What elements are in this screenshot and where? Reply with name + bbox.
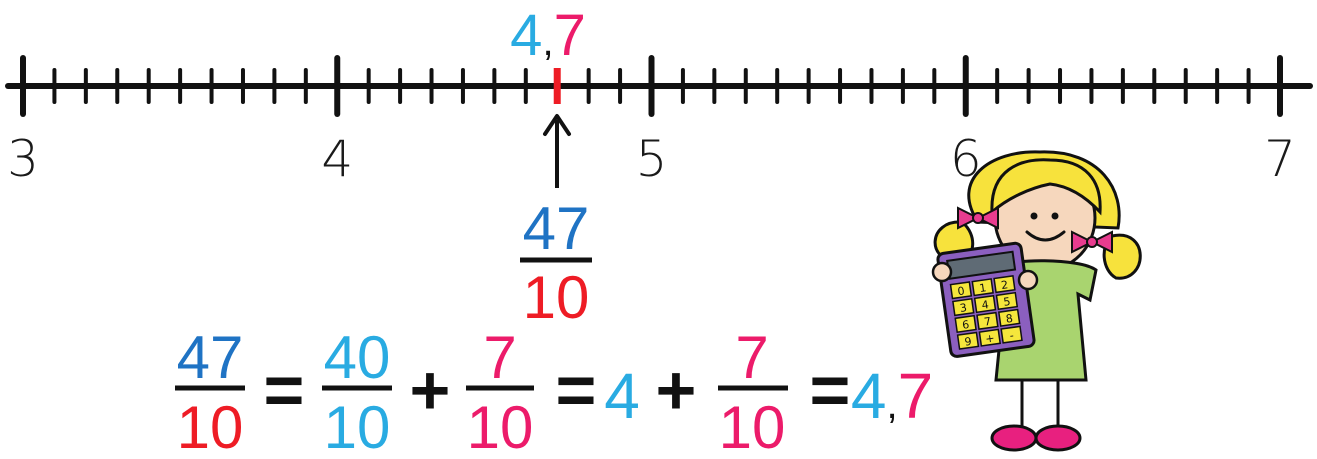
eq-result-tenths: 7: [898, 360, 934, 432]
eq-term4: 7 10: [718, 324, 788, 459]
calculator-key-label: 8: [1005, 312, 1014, 326]
calculator-key-label: 0: [957, 284, 966, 298]
equation: 47 10 = 40 10 + 7 10 = 4 + 7 10 = 4,7: [175, 324, 933, 459]
number-line-label-5: 5: [636, 130, 668, 188]
bow-icon: [957, 206, 999, 230]
calculator-key: [954, 314, 977, 334]
eq-whole: 4: [604, 360, 640, 432]
calculator-key: [952, 297, 975, 317]
calculator-key: [973, 294, 997, 314]
bow-icon: [1071, 230, 1113, 254]
arrow-fraction-numerator: 47: [523, 195, 590, 262]
eq-result-whole: 4: [851, 360, 887, 432]
marked-decimal-tenths: 7: [554, 3, 586, 68]
calculator-key-label: 3: [959, 301, 968, 315]
calculator-key: [971, 278, 994, 297]
calculator-key: [956, 331, 980, 350]
arrow-fraction: 47 10: [520, 195, 592, 331]
eq-term1: 47 10: [175, 324, 245, 459]
calculator-key-label: 7: [983, 315, 992, 329]
calculator-key-label: 4: [981, 298, 990, 312]
calculator-key-label: 9: [964, 335, 973, 349]
eq-term3: 7 10: [466, 324, 534, 459]
eq-term1-numerator: 47: [177, 324, 244, 391]
eq-term4-numerator: 7: [735, 324, 768, 391]
plus-sign-2: +: [656, 351, 697, 429]
equals-sign-2: =: [556, 351, 597, 429]
eq-term3-numerator: 7: [483, 324, 516, 391]
eq-term2: 40 10: [322, 324, 392, 459]
calculator-key-label: 2: [1000, 278, 1009, 292]
eq-term2-denominator: 10: [324, 394, 391, 459]
arrow-fraction-denominator: 10: [523, 264, 590, 331]
calculator-key-label: +: [984, 332, 995, 346]
number-line-label-7: 7: [1264, 130, 1296, 188]
calculator-key: [1000, 325, 1023, 344]
marked-decimal-whole: 4: [510, 3, 542, 68]
eq-term2-numerator: 40: [324, 324, 391, 391]
calculator-key: [997, 308, 1021, 327]
eq-result: 4,7: [851, 360, 933, 432]
calculator-key: [978, 328, 1002, 347]
calculator-key: [995, 291, 1019, 311]
calculator-key-label: 5: [1003, 295, 1012, 309]
equals-sign-1: =: [264, 351, 305, 429]
calculator-key: [976, 311, 999, 330]
calculator-key-label: -: [1009, 329, 1015, 342]
marked-decimal-comma: ,: [542, 20, 553, 64]
marked-tick-4-7: [553, 68, 561, 104]
calculator-key-label: 6: [961, 318, 970, 332]
arrow-up-icon: [543, 114, 571, 188]
marked-decimal-label: 4,7: [510, 3, 586, 68]
plus-sign-1: +: [410, 351, 451, 429]
number-line-label-3: 3: [7, 130, 39, 188]
calculator-key-label: 1: [978, 281, 987, 295]
eq-term4-denominator: 10: [719, 394, 786, 459]
eq-result-comma: ,: [886, 383, 897, 427]
calculator-key: [949, 281, 973, 300]
calculator-key: [993, 275, 1016, 294]
eq-term3-denominator: 10: [467, 394, 534, 459]
number-line-ticks: [20, 55, 1283, 117]
eq-term1-denominator: 10: [177, 394, 244, 459]
equals-sign-3: =: [810, 351, 851, 429]
number-line-label-4: 4: [321, 130, 353, 188]
